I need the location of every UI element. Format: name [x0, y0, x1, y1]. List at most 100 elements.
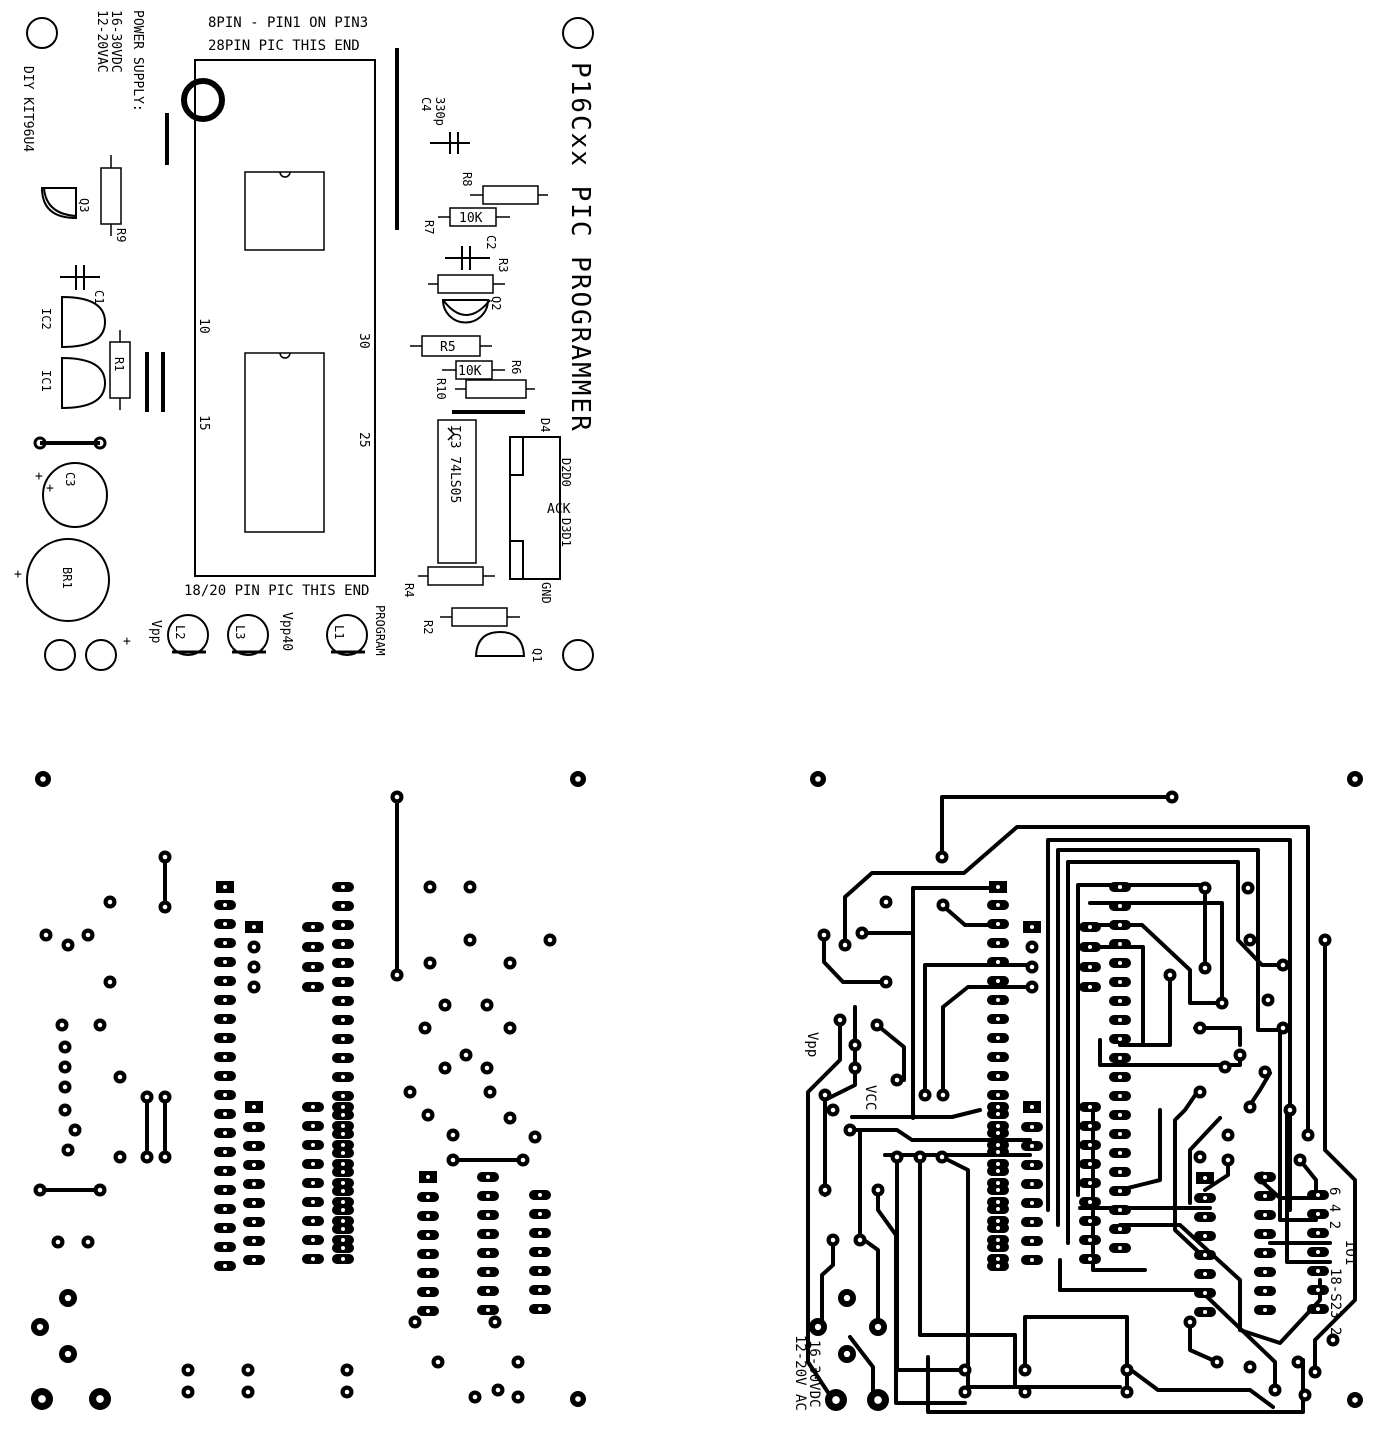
drill-hole: [85, 932, 91, 938]
drill-hole: [1203, 1176, 1207, 1180]
drill-hole: [341, 1151, 345, 1155]
drill-hole: [251, 984, 257, 990]
r7-value: 10K: [459, 211, 483, 226]
drill-hole: [1263, 1270, 1267, 1274]
drill-hole: [1118, 980, 1122, 984]
ic-8pin-outline: [244, 171, 325, 251]
drill-hole: [996, 1245, 1000, 1249]
drill-hole: [1247, 937, 1253, 943]
drill-hole: [223, 885, 227, 889]
drill-hole: [62, 1084, 68, 1090]
drill-hole: [1118, 999, 1122, 1003]
drill-hole: [426, 1233, 430, 1237]
drill-hole: [1272, 1387, 1278, 1393]
drill-hole: [1203, 1196, 1207, 1200]
drill-hole: [1118, 1246, 1122, 1250]
drill-hole: [341, 1037, 345, 1041]
power-supply-label: POWER SUPPLY:: [130, 10, 145, 112]
drill-hole: [917, 1154, 923, 1160]
mounting-hole: [562, 17, 594, 49]
drill-hole: [996, 903, 1000, 907]
drill-hole: [1316, 1212, 1320, 1216]
drill-hole: [472, 1394, 478, 1400]
socket-note-18-20pin: 18/20 PIN PIC THIS END: [184, 583, 369, 599]
vpp-label: Vpp: [148, 620, 163, 644]
drill-hole: [822, 1092, 828, 1098]
drill-hole: [427, 884, 433, 890]
drill-hole: [843, 1350, 851, 1358]
drill-hole: [1088, 1124, 1092, 1128]
drill-hole: [223, 1264, 227, 1268]
drill-hole: [1030, 1220, 1034, 1224]
drill-hole: [495, 1387, 501, 1393]
drill-hole: [1187, 1319, 1193, 1325]
drill-hole: [252, 1239, 256, 1243]
drill-hole: [450, 1157, 456, 1163]
drill-hole: [1245, 885, 1251, 891]
drill-hole: [822, 1187, 828, 1193]
drill-hole: [311, 1219, 315, 1223]
drill-hole: [1118, 923, 1122, 927]
drill-hole: [223, 960, 227, 964]
drill-hole: [1030, 1144, 1034, 1148]
drill-hole: [425, 1112, 431, 1118]
drill-hole: [1118, 961, 1122, 965]
r8-label: R8: [460, 172, 474, 186]
drill-hole: [538, 1269, 542, 1273]
drill-hole: [996, 1055, 1000, 1059]
program-label: PROGRAM: [373, 605, 387, 656]
drill-hole: [344, 1389, 350, 1395]
gnd-label: GND: [539, 582, 553, 604]
drill-hole: [426, 1271, 430, 1275]
drill-hole: [311, 1162, 315, 1166]
drill-hole: [223, 941, 227, 945]
drill-hole: [1030, 1105, 1034, 1109]
drill-hole: [1022, 1367, 1028, 1373]
drill-hole: [1118, 942, 1122, 946]
drill-hole: [962, 1389, 968, 1395]
drill-hole: [996, 1131, 1000, 1135]
drill-hole: [1030, 1163, 1034, 1167]
drill-hole: [575, 1396, 581, 1402]
r6-label: R6: [509, 360, 523, 374]
bridge-rectifier-br1: [26, 538, 110, 622]
plus-sign: +: [123, 634, 131, 649]
drill-hole: [223, 1150, 227, 1154]
drill-hole: [507, 1115, 513, 1121]
pin-number-30: 30: [356, 333, 371, 349]
drill-hole: [1316, 1269, 1320, 1273]
socket-note-8pin: 8PIN - PIN1 ON PIN3: [208, 15, 368, 31]
drill-hole: [962, 1367, 968, 1373]
drill-hole: [1316, 1231, 1320, 1235]
l2-label: L2: [173, 625, 187, 639]
drill-hole: [1030, 1182, 1034, 1186]
drill-hole: [422, 1025, 428, 1031]
c3-plus-inner: +: [46, 481, 54, 496]
drill-hole: [252, 1201, 256, 1205]
drill-hole: [538, 1231, 542, 1235]
drill-hole: [492, 1319, 498, 1325]
drill-hole: [442, 1065, 448, 1071]
drill-hole: [65, 1147, 71, 1153]
drill-hole: [1124, 1367, 1130, 1373]
drill-hole: [1088, 1219, 1092, 1223]
drill-hole: [830, 1107, 836, 1113]
drill-hole: [837, 1017, 843, 1023]
drill-hole: [245, 1389, 251, 1395]
drill-hole: [996, 1162, 1000, 1166]
drill-hole: [1197, 1025, 1203, 1031]
drill-hole: [442, 1002, 448, 1008]
drill-hole: [996, 979, 1000, 983]
drill-hole: [940, 902, 946, 908]
socket-note-28pin: 28PIN PIC THIS END: [208, 38, 360, 54]
drill-hole: [1029, 964, 1035, 970]
drill-hole: [507, 960, 513, 966]
drill-hole: [223, 922, 227, 926]
drill-hole: [515, 1394, 521, 1400]
drill-hole: [85, 1239, 91, 1245]
drill-hole: [252, 1258, 256, 1262]
drill-hole: [874, 1396, 882, 1404]
drill-hole: [65, 942, 71, 948]
drill-hole: [467, 884, 473, 890]
l1-label: L1: [332, 625, 346, 639]
